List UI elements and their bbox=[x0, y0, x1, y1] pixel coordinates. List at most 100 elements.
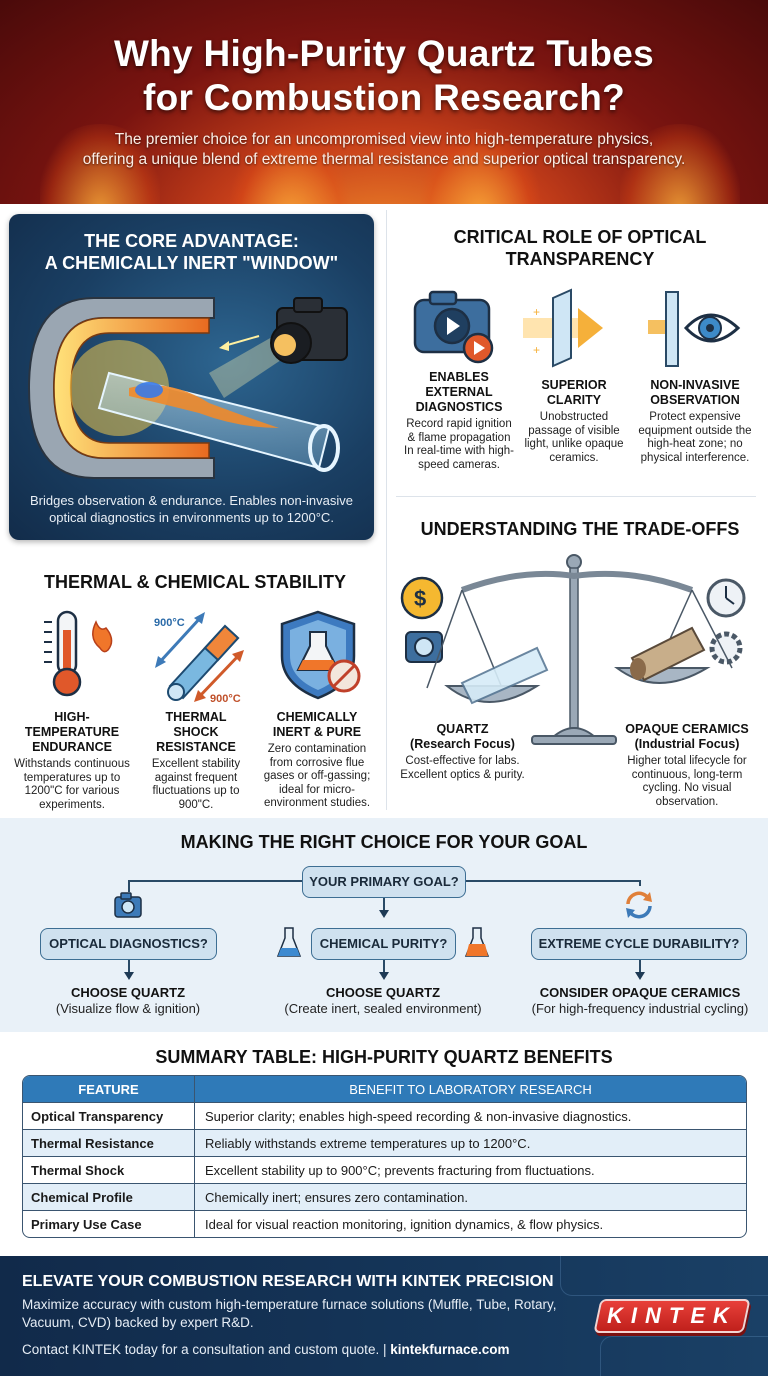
core-advantage-caption: Bridges observation & endurance. Enables… bbox=[9, 492, 374, 526]
orange-flask-icon bbox=[464, 927, 490, 957]
summary-table: FEATURE BENEFIT TO LABORATORY RESEARCH O… bbox=[22, 1075, 747, 1238]
thermal-shock-tube-icon: 900°C 900°C bbox=[154, 612, 244, 705]
hero-banner: Why High-Purity Quartz Tubes for Combust… bbox=[0, 0, 768, 204]
table-row: Thermal Resistance Reliably withstands e… bbox=[23, 1129, 746, 1156]
connector-line bbox=[639, 880, 641, 886]
tradeoff-title: QUARTZ bbox=[436, 722, 489, 736]
outcome-note: (Visualize flow & ignition) bbox=[55, 1001, 201, 1016]
tradeoff-ceramics: OPAQUE CERAMICS (Industrial Focus) Highe… bbox=[622, 722, 752, 809]
root-goal-node: YOUR PRIMARY GOAL? bbox=[302, 866, 466, 898]
feature-title: NON-INVASIVE OBSERVATION bbox=[650, 378, 740, 407]
furnace-tube-camera-illustration bbox=[27, 297, 348, 479]
feature-cell: Thermal Shock bbox=[23, 1157, 195, 1183]
flame-decoration bbox=[40, 124, 160, 204]
feature-description: Excellent stability against frequent flu… bbox=[151, 758, 241, 811]
arrow-down-icon bbox=[124, 972, 134, 980]
feature-title: SUPERIOR CLARITY bbox=[541, 378, 607, 407]
outcome-durability: CONSIDER OPAQUE CERAMICS (For high-frequ… bbox=[516, 985, 764, 1017]
website-link[interactable]: kintekfurnace.com bbox=[390, 1342, 510, 1357]
balance-scale-illustration: $ bbox=[400, 554, 746, 745]
title-line: TRANSPARENCY bbox=[505, 249, 655, 269]
title-line: THE CORE ADVANTAGE: bbox=[84, 231, 299, 251]
circuit-decoration bbox=[600, 1336, 768, 1376]
contact-text: Contact KINTEK today for a consultation … bbox=[22, 1342, 391, 1357]
branch-cycle-durability: EXTREME CYCLE DURABILITY? bbox=[531, 928, 747, 960]
thermal-feature-endurance: HIGH-TEMPERATURE ENDURANCE Withstands co… bbox=[8, 710, 136, 812]
optical-section-title: CRITICAL ROLE OF OPTICAL TRANSPARENCY bbox=[392, 226, 768, 270]
tradeoff-description: Higher total lifecycle for continuous, l… bbox=[627, 755, 747, 808]
footer-headline: ELEVATE YOUR COMBUSTION RESEARCH WITH KI… bbox=[22, 1273, 554, 1290]
feature-description: Unobstructed passage of visible light, u… bbox=[524, 411, 624, 464]
column-header: BENEFIT TO LABORATORY RESEARCH bbox=[349, 1081, 592, 1097]
optical-feature-diagnostics: ENABLES EXTERNAL DIAGNOSTICS Record rapi… bbox=[404, 370, 514, 472]
table-row: Optical Transparency Superior clarity; e… bbox=[23, 1102, 746, 1129]
outcome-optical: CHOOSE QUARTZ (Visualize flow & ignition… bbox=[28, 985, 228, 1017]
connector-line bbox=[383, 898, 385, 912]
kintek-logo: KINTEK bbox=[593, 1299, 751, 1333]
footer-contact: Contact KINTEK today for a consultation … bbox=[22, 1342, 510, 1357]
feature-title: ENABLES EXTERNAL DIAGNOSTICS bbox=[415, 370, 503, 414]
subtitle-line: The premier choice for an uncompromised … bbox=[114, 131, 654, 148]
column-header: FEATURE bbox=[23, 1076, 195, 1102]
caption-line: Bridges observation & endurance. Enables… bbox=[29, 493, 354, 508]
connector-line bbox=[383, 960, 385, 976]
caption-line: optical diagnostics in environments up t… bbox=[49, 510, 334, 525]
thermal-feature-shock: THERMAL SHOCK RESISTANCE Excellent stabi… bbox=[142, 710, 250, 812]
benefit-cell: Chemically inert; ensures zero contamina… bbox=[205, 1189, 469, 1205]
core-advantage-panel: THE CORE ADVANTAGE: A CHEMICALLY INERT "… bbox=[9, 214, 374, 540]
decision-section-title: MAKING THE RIGHT CHOICE FOR YOUR GOAL bbox=[180, 832, 588, 852]
title-line: A CHEMICALLY INERT "WINDOW" bbox=[44, 253, 339, 273]
core-advantage-title: THE CORE ADVANTAGE: A CHEMICALLY INERT "… bbox=[9, 230, 374, 274]
dollar-coin-icon bbox=[400, 576, 444, 620]
tradeoff-title: OPAQUE CERAMICS bbox=[625, 722, 749, 736]
decision-section bbox=[0, 818, 768, 1032]
table-row: Chemical Profile Chemically inert; ensur… bbox=[23, 1183, 746, 1210]
outcome-note: (For high-frequency industrial cycling) bbox=[531, 1001, 749, 1016]
column-divider bbox=[386, 210, 387, 810]
title-line: CRITICAL ROLE OF OPTICAL bbox=[453, 227, 707, 247]
tradeoff-subtitle: (Research Focus) bbox=[410, 737, 515, 751]
camera-icon bbox=[114, 892, 142, 918]
eye-behind-glass-icon bbox=[648, 291, 741, 367]
video-camera-icon bbox=[413, 290, 494, 364]
shock-label-top: 900°C bbox=[154, 617, 185, 629]
benefit-cell: Excellent stability up to 900°C; prevent… bbox=[205, 1162, 595, 1178]
feature-description: Protect expensive equipment outside the … bbox=[638, 411, 752, 464]
outcome-title: CHOOSE QUARTZ bbox=[325, 985, 441, 1000]
table-row: Thermal Shock Excellent stability up to … bbox=[23, 1156, 746, 1183]
feature-title: CHEMICALLY INERT & PURE bbox=[272, 710, 362, 739]
outcome-title: CHOOSE QUARTZ bbox=[70, 985, 186, 1000]
connector-line bbox=[128, 880, 130, 892]
outcome-title: CONSIDER OPAQUE CERAMICS bbox=[539, 985, 741, 1000]
benefit-cell: Reliably withstands extreme temperatures… bbox=[205, 1135, 531, 1151]
shield-flask-icon bbox=[280, 610, 361, 700]
feature-cell: Chemical Profile bbox=[23, 1184, 195, 1210]
optical-feature-observation: NON-INVASIVE OBSERVATION Protect expensi… bbox=[634, 378, 756, 465]
logo-text: KINTEK bbox=[607, 1303, 737, 1328]
feature-title: HIGH-TEMPERATURE ENDURANCE bbox=[24, 710, 120, 754]
feature-description: Withstands continuous temperatures up to… bbox=[14, 758, 130, 811]
circuit-decoration bbox=[560, 1256, 768, 1296]
tradeoff-quartz: QUARTZ (Research Focus) Cost-effective f… bbox=[400, 722, 525, 782]
footer-body: Maximize accuracy with custom high-tempe… bbox=[22, 1297, 557, 1330]
benefit-cell: Superior clarity; enables high-speed rec… bbox=[205, 1108, 632, 1124]
arrow-down-icon bbox=[379, 910, 389, 918]
connector-line bbox=[639, 960, 641, 976]
outcome-note: (Create inert, sealed environment) bbox=[284, 1001, 482, 1016]
blue-flask-icon bbox=[276, 927, 302, 957]
outcome-chemical: CHOOSE QUARTZ (Create inert, sealed envi… bbox=[270, 985, 496, 1017]
svg-text:+: + bbox=[533, 305, 540, 319]
page-subtitle: The premier choice for an uncompromised … bbox=[0, 130, 768, 170]
arrow-down-icon bbox=[379, 972, 389, 980]
title-line: for Combustion Research? bbox=[142, 77, 626, 118]
svg-text:+: + bbox=[533, 343, 540, 357]
branch-chemical-purity: CHEMICAL PURITY? bbox=[311, 928, 456, 960]
feature-cell: Optical Transparency bbox=[23, 1103, 195, 1129]
summary-table-title: SUMMARY TABLE: HIGH-PURITY QUARTZ BENEFI… bbox=[155, 1047, 613, 1067]
footer-cta: ELEVATE YOUR COMBUSTION RESEARCH WITH KI… bbox=[0, 1256, 768, 1376]
feature-cell: Primary Use Case bbox=[23, 1211, 195, 1237]
subtitle-line: offering a unique blend of extreme therm… bbox=[82, 151, 686, 168]
feature-description: Zero contamination from corrosive flue g… bbox=[263, 743, 371, 809]
gear-icon bbox=[709, 631, 743, 665]
arrow-down-icon bbox=[635, 972, 645, 980]
